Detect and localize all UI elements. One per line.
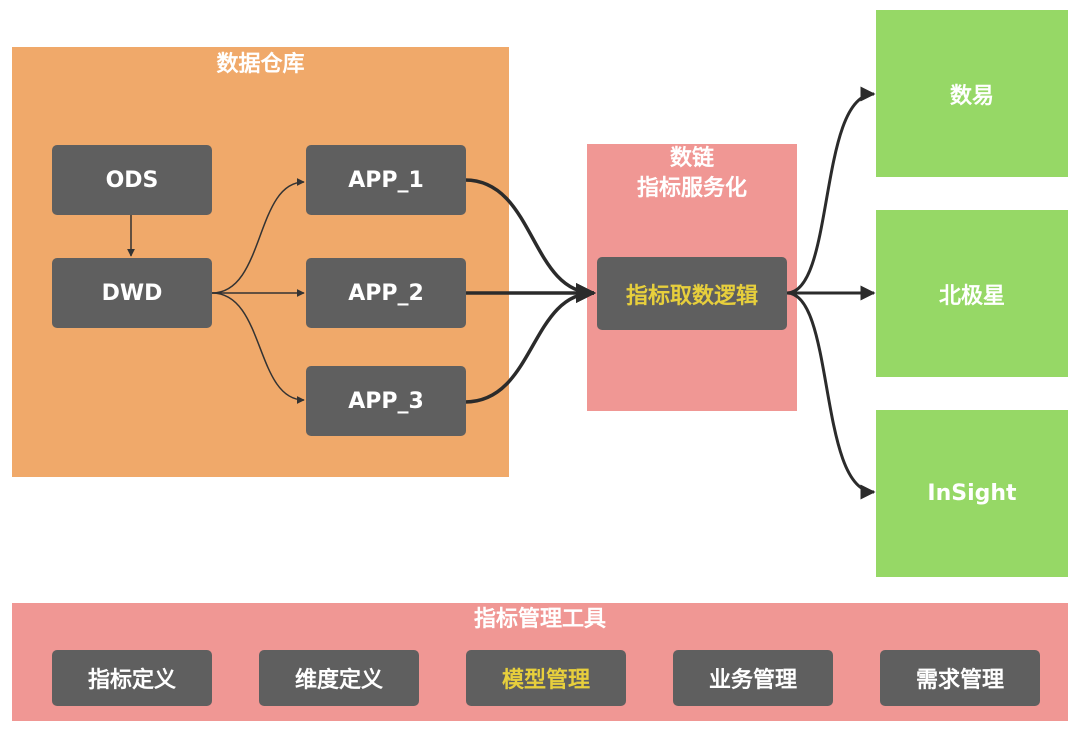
consumer-insight[interactable]: InSight: [876, 410, 1068, 577]
metric-tools-title: 指标管理工具: [473, 607, 606, 632]
tool-dimension-definition[interactable]: 维度定义: [259, 650, 419, 706]
node-dwd[interactable]: DWD: [52, 258, 212, 328]
data-warehouse-title: 数据仓库: [216, 52, 305, 77]
node-metric-fetch-logic[interactable]: 指标取数逻辑: [597, 257, 787, 330]
edge-logic-insight: [786, 291, 876, 500]
node-app3[interactable]: APP_3: [306, 366, 466, 436]
node-ods[interactable]: ODS: [52, 145, 212, 215]
node-app2[interactable]: APP_2: [306, 258, 466, 328]
tool-business-management[interactable]: 业务管理: [673, 650, 833, 706]
tool-metric-definition[interactable]: 指标定义: [52, 650, 212, 706]
node-app1[interactable]: APP_1: [306, 145, 466, 215]
consumer-shuyi[interactable]: 数易: [876, 10, 1068, 177]
tool-requirement-management[interactable]: 需求管理: [880, 650, 1040, 706]
edge-logic-shuyi: [786, 86, 876, 295]
metric-service-title-line2: 指标服务化: [636, 176, 747, 201]
tool-model-management[interactable]: 模型管理: [466, 650, 626, 706]
consumer-beijixing[interactable]: 北极星: [876, 210, 1068, 377]
metric-service-title-line1: 数链: [669, 146, 714, 171]
